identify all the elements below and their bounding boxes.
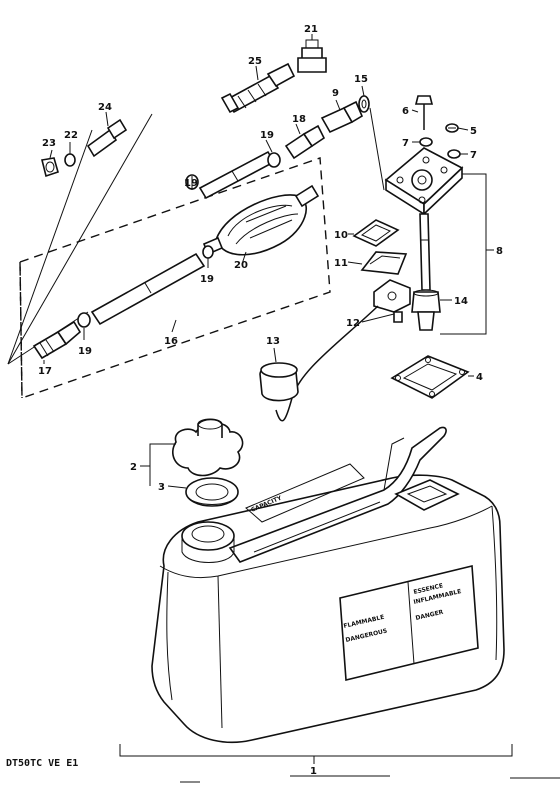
fuel-cap-part-2 — [172, 418, 244, 477]
callout-21: 21 — [304, 24, 318, 35]
fuel-tank-part-1 — [151, 426, 505, 744]
callout-8: 8 — [496, 246, 503, 257]
callout-13: 13 — [266, 336, 280, 347]
callout-16: 16 — [164, 336, 178, 347]
callout-12: 12 — [346, 318, 360, 329]
callout-19d: 19 — [78, 346, 92, 357]
callout-22: 22 — [64, 130, 78, 141]
callout-5: 5 — [470, 126, 477, 137]
fuel-hose-upper — [198, 150, 276, 200]
fitting-part-21 — [297, 39, 327, 73]
callout-25: 25 — [248, 56, 262, 67]
callout-leaders — [43, 34, 513, 764]
callout-15: 15 — [354, 74, 368, 85]
callout-23: 23 — [42, 138, 56, 149]
gasket-part-10 — [352, 219, 400, 247]
callout-numbers: 1 2 3 4 5 6 7 7 8 9 10 11 12 13 14 15 16… — [38, 24, 503, 777]
screw-part-5 — [445, 123, 459, 133]
callout-18: 18 — [292, 114, 306, 125]
hose-clamp — [77, 152, 281, 328]
callout-2: 2 — [130, 462, 137, 473]
callout-7b: 7 — [470, 150, 477, 161]
fuel-gauge-plate — [384, 147, 464, 216]
cap-gasket-part-3 — [185, 477, 239, 507]
bracket-line-8 — [440, 173, 487, 335]
callout-14: 14 — [454, 296, 468, 307]
callout-6: 6 — [402, 106, 409, 117]
gasket-part-4 — [390, 355, 470, 399]
fitting-part-9 — [320, 100, 364, 134]
screw-part-6 — [414, 95, 434, 130]
primer-bulb — [202, 184, 320, 256]
cover-part-11 — [360, 251, 408, 275]
hose-assembly-boundary — [19, 157, 331, 399]
fuel-hose-lower — [90, 252, 206, 326]
callout-1: 1 — [310, 766, 317, 777]
fuel-connector-engine-side — [284, 124, 326, 160]
float-part-13 — [259, 362, 299, 402]
washer-part-15 — [358, 95, 370, 113]
callout-24: 24 — [98, 102, 112, 113]
callout-19b: 19 — [184, 178, 198, 189]
callout-20: 20 — [234, 260, 248, 271]
callout-10: 10 — [334, 230, 348, 241]
callout-3: 3 — [158, 482, 165, 493]
washer-part-22 — [64, 153, 76, 167]
leader-15 — [369, 107, 385, 191]
callout-11: 11 — [334, 258, 348, 269]
callout-9: 9 — [332, 88, 339, 99]
fitting-part-24 — [86, 118, 128, 158]
scan-artifacts — [180, 775, 560, 783]
callout-7a: 7 — [402, 138, 409, 149]
fuel-connector-tank-side — [32, 320, 82, 360]
float-arm-wire — [275, 305, 379, 422]
callout-4: 4 — [476, 372, 483, 383]
callout-17: 17 — [38, 366, 52, 377]
bracket-part-12 — [373, 279, 411, 323]
assembly-guide-lines — [7, 113, 153, 365]
callout-19c: 19 — [200, 274, 214, 285]
nut-part-23 — [41, 157, 59, 178]
pickup-tube — [419, 213, 431, 291]
fuel-fitting-part-25 — [220, 62, 296, 114]
fuel-filter-part-14 — [411, 289, 441, 331]
model-code: DT50TC VE E1 — [6, 758, 78, 769]
callout-19a: 19 — [260, 130, 274, 141]
